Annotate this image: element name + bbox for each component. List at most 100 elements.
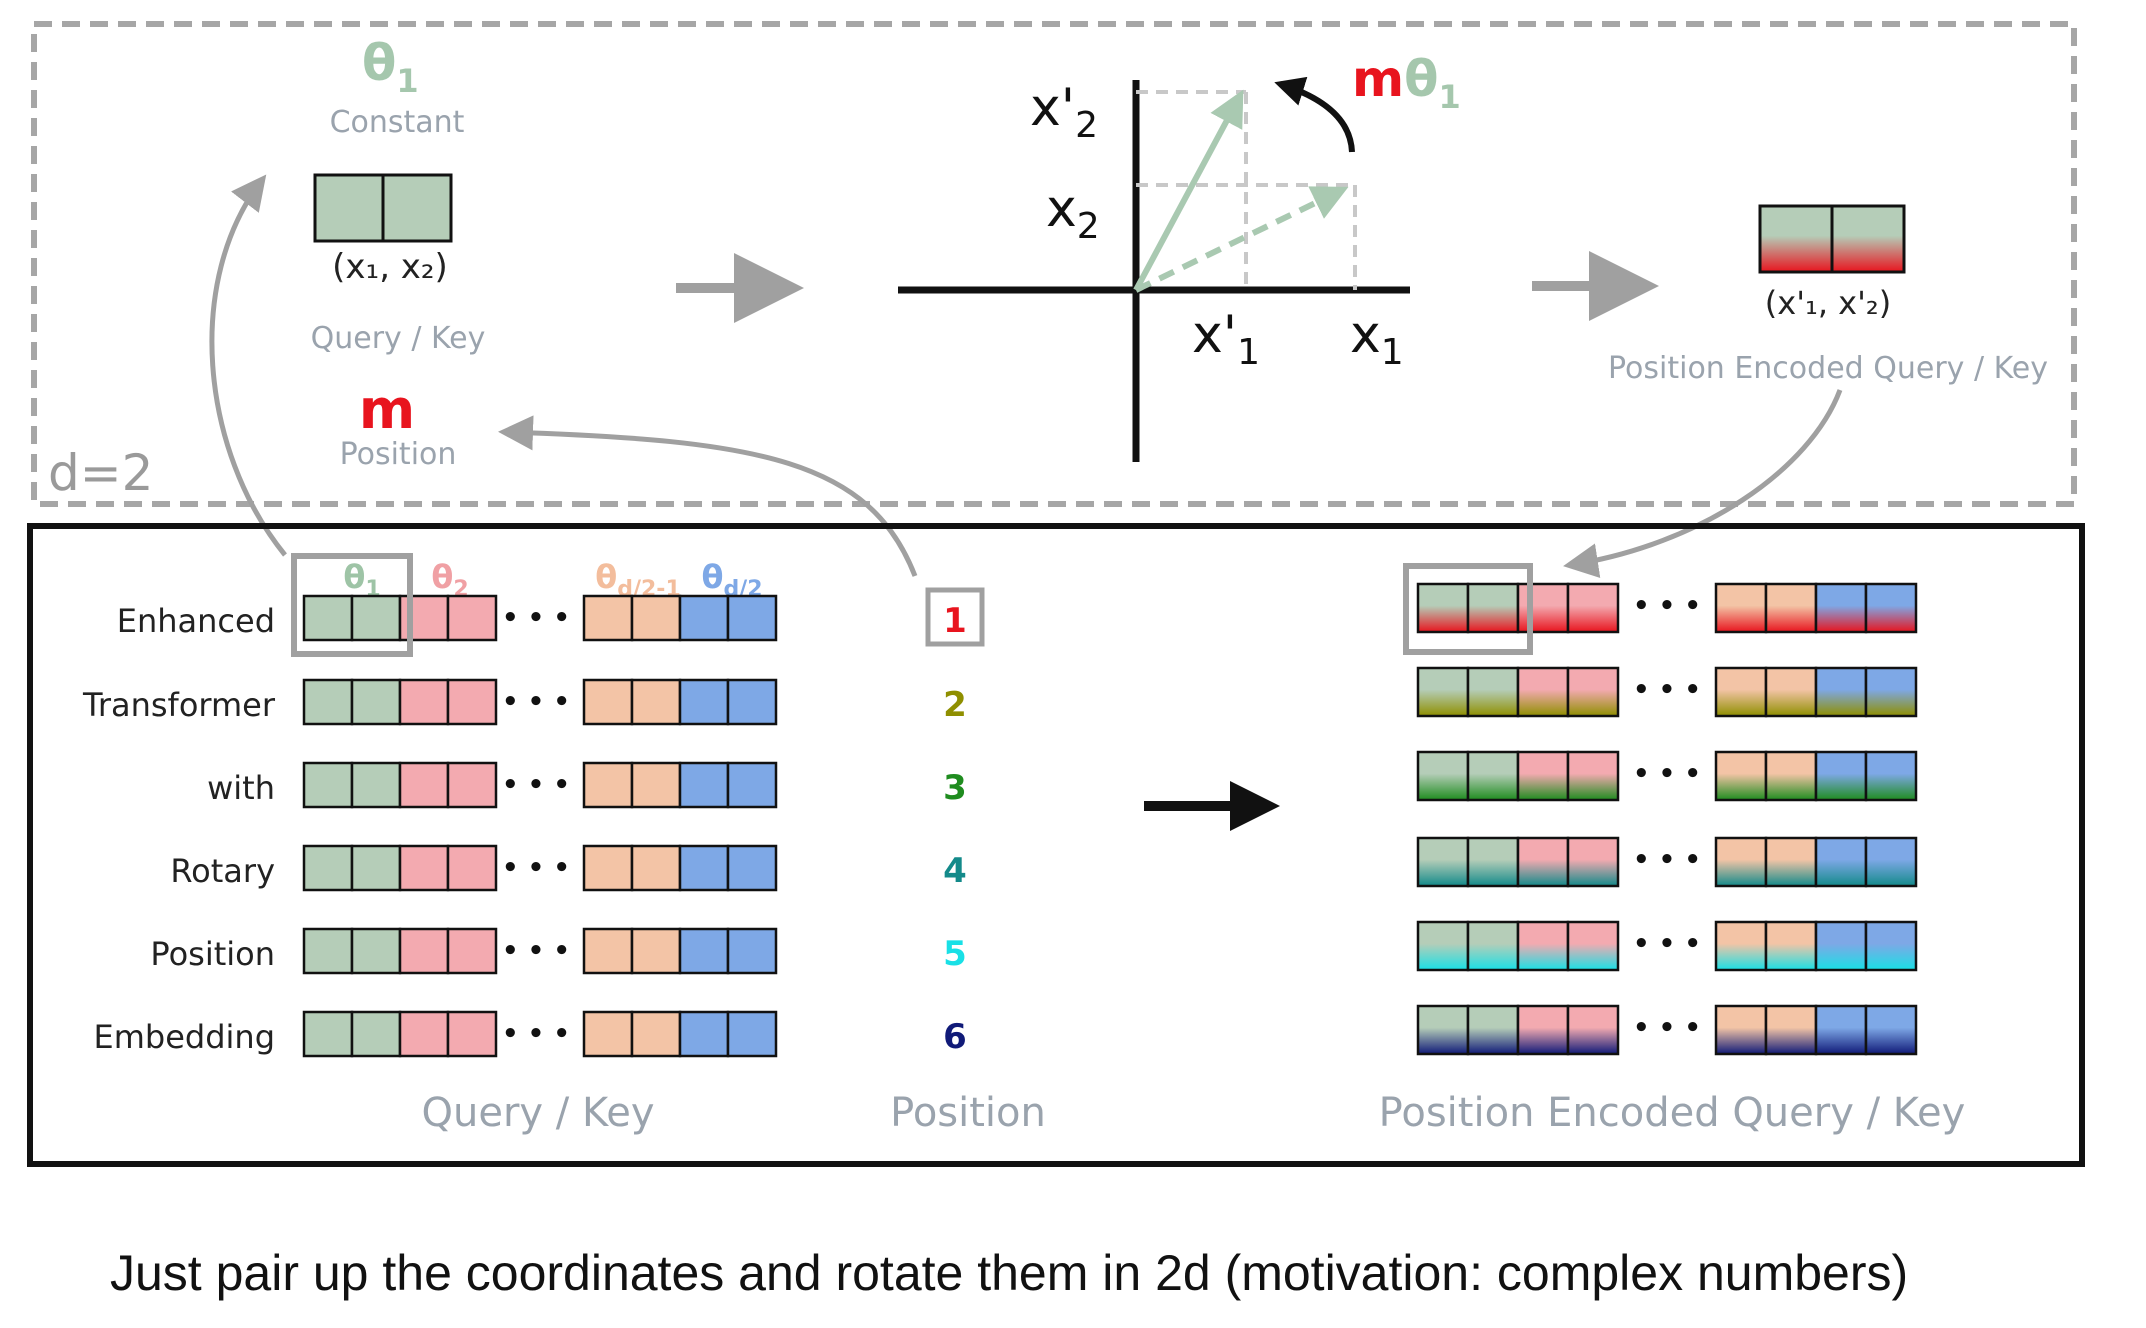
ellipsis: • • • <box>1633 1013 1701 1043</box>
encoded-cell <box>1416 1004 1470 1056</box>
query-key-cell <box>678 594 730 642</box>
caption: Just pair up the coordinates and rotate … <box>110 1245 1908 1301</box>
query-key-cell <box>630 1010 682 1058</box>
query-key-cell <box>446 678 498 726</box>
query-key-cell <box>726 927 778 975</box>
encoded-cell <box>1416 836 1470 888</box>
word-label: Transformer <box>82 686 276 724</box>
encoded-cell <box>1466 836 1520 888</box>
ellipsis: • • • <box>502 770 570 800</box>
word-row-rotary: Rotary • • • <box>170 844 778 892</box>
encoded-cell <box>1416 920 1470 972</box>
encoded-cell <box>1466 920 1520 972</box>
dimension-label: d=2 <box>48 444 153 502</box>
encoded-row-4: • • • <box>1416 836 1918 888</box>
encoded-cell <box>1416 666 1470 718</box>
encoded-cell <box>1764 750 1818 802</box>
query-key-cell <box>350 1010 402 1058</box>
query-key-cell <box>302 927 354 975</box>
position-number-2: 2 <box>943 685 967 725</box>
word-label: with <box>207 769 275 807</box>
encoded-cell <box>1714 836 1768 888</box>
rotation-angle-label: mθ1 <box>1352 50 1461 116</box>
encoded-cell <box>1864 666 1918 718</box>
axis-label-x-prime-2: x'2 <box>1030 78 1098 146</box>
top-position-label: Position <box>340 437 457 472</box>
axis-label-x-1: x1 <box>1350 305 1404 373</box>
ellipsis: • • • <box>502 853 570 883</box>
top-query-key-label: Query / Key <box>311 321 486 356</box>
query-key-cell <box>678 678 730 726</box>
axis-label-x-prime-1: x'1 <box>1192 305 1260 373</box>
query-key-cell <box>582 1010 634 1058</box>
query-key-cell <box>630 761 682 809</box>
query-key-cell <box>398 927 450 975</box>
encoded-cell <box>1714 582 1768 634</box>
encoded-cell <box>1714 1004 1768 1056</box>
query-key-cell <box>582 927 634 975</box>
query-key-cell <box>302 1010 354 1058</box>
encoded-cell <box>1566 666 1620 718</box>
query-key-cell <box>302 678 354 726</box>
word-label: Position <box>150 935 275 973</box>
rotation-axes <box>898 76 1410 462</box>
query-key-cell <box>350 844 402 892</box>
encoded-row-6: • • • <box>1416 1004 1918 1056</box>
query-key-cell <box>726 594 778 642</box>
encoded-cell <box>1714 750 1768 802</box>
encoded-highlight-box <box>1403 563 1533 655</box>
encoded-cell <box>1416 582 1470 634</box>
encoded-cell <box>1758 204 1834 274</box>
top-encoded-label: Position Encoded Query / Key <box>1608 351 2048 386</box>
encoded-row-3: • • • <box>1416 750 1918 802</box>
encoded-cell <box>1814 666 1868 718</box>
encoded-cell <box>1714 666 1768 718</box>
top-panel-border <box>31 21 2077 507</box>
constant-label: Constant <box>330 105 465 140</box>
ellipsis: • • • <box>502 687 570 717</box>
rotated-vector <box>1133 89 1244 292</box>
encoded-cell <box>1566 582 1620 634</box>
ellipsis: • • • <box>502 936 570 966</box>
encoded-cell <box>1764 1004 1818 1056</box>
ellipsis: • • • <box>1633 675 1701 705</box>
encoded-cell <box>1864 582 1918 634</box>
ellipsis: • • • <box>502 603 570 633</box>
word-label: Rotary <box>170 852 275 890</box>
theta-constant-symbol: θ1 <box>362 34 419 100</box>
ellipsis: • • • <box>1633 929 1701 959</box>
bottom-encoded-label: Position Encoded Query / Key <box>1379 1090 1966 1136</box>
encoded-cell <box>1814 920 1868 972</box>
encoded-cell <box>1516 666 1570 718</box>
query-key-cell <box>726 678 778 726</box>
word-row-enhanced: Enhanced• • • <box>117 594 778 642</box>
word-row-embedding: Embedding• • • <box>94 1010 778 1058</box>
position-number-1: 1 <box>943 601 967 641</box>
query-key-cell <box>446 594 498 642</box>
encoded-cell <box>1864 1004 1918 1056</box>
query-key-cell <box>678 761 730 809</box>
encoded-cell <box>1516 582 1570 634</box>
position-number-6: 6 <box>943 1017 967 1057</box>
query-key-cell <box>630 594 682 642</box>
bottom-panel-border <box>27 523 2085 1167</box>
encoded-cell <box>1764 582 1818 634</box>
encoded-cell <box>1416 750 1470 802</box>
encoded-cell <box>1864 920 1918 972</box>
encoded-cell <box>1516 836 1570 888</box>
encoded-cell <box>1830 204 1906 274</box>
query-key-cell <box>302 761 354 809</box>
query-key-cell <box>302 594 354 642</box>
query-key-cell <box>582 678 634 726</box>
encoded-cell <box>1516 750 1570 802</box>
bottom-position-label: Position <box>890 1090 1046 1136</box>
position-number-3: 3 <box>943 768 967 808</box>
query-key-cell <box>398 844 450 892</box>
query-key-cell <box>446 844 498 892</box>
ellipsis: • • • <box>502 1019 570 1049</box>
query-key-cell <box>582 844 634 892</box>
axis-label-x-2: x2 <box>1046 179 1100 247</box>
query-key-cell <box>446 1010 498 1058</box>
query-key-cell <box>582 594 634 642</box>
